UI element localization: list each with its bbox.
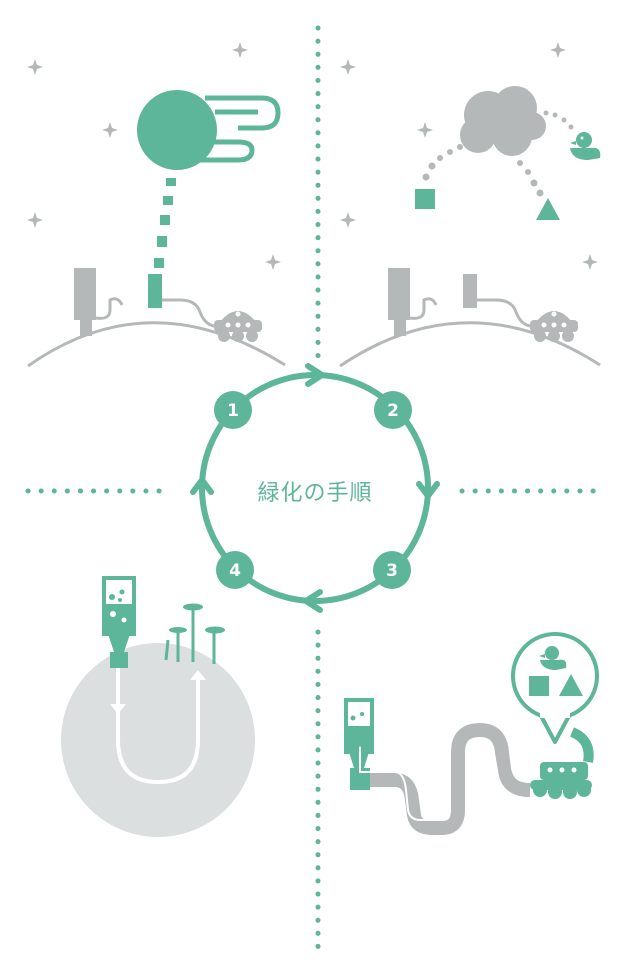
sparkle-icon: [27, 59, 43, 75]
water-flow-path: [116, 668, 200, 785]
sparkle-icon: [232, 42, 248, 58]
pipe-1: [162, 298, 221, 328]
arrow-right: [416, 481, 440, 499]
ground-circle: [61, 643, 255, 837]
speech-bubble: [511, 632, 599, 744]
tank-icon: [74, 268, 124, 336]
dotted-trail-left: [422, 144, 463, 181]
sparkle-icon: [340, 59, 356, 75]
arrow-top: [305, 363, 325, 387]
sprout-icon: [164, 603, 225, 664]
planet-surface-1: [27, 321, 286, 368]
step-badge-1: 1: [214, 391, 252, 429]
flow-arrow-down: [110, 704, 126, 714]
step-badge-2: 2: [374, 391, 412, 429]
duck-icon: [570, 132, 601, 160]
planet-surface-2: [339, 321, 601, 368]
duck-icon: [539, 646, 567, 670]
rover-icon: [530, 727, 594, 799]
step-badge-3: 3: [373, 551, 411, 589]
dotted-trail-duck: [543, 110, 574, 130]
pipe-loop: [370, 722, 531, 835]
sparkle-icon: [27, 212, 43, 228]
sparkle-icon: [582, 254, 598, 270]
tank-icon: [102, 576, 136, 668]
pipe-loop-inner: [359, 720, 531, 821]
arrow-left: [190, 477, 214, 495]
cycle-ring: [190, 363, 440, 613]
pipe-2: [477, 298, 537, 328]
tank-icon: [388, 268, 438, 336]
sparkle-icons: [27, 42, 598, 270]
flow-arrow: [354, 742, 366, 753]
arrow-bottom: [303, 589, 323, 613]
meteor-icon: [137, 90, 281, 170]
triangle-icon: [559, 674, 583, 696]
step-badge-4: 4: [216, 551, 254, 589]
square-icon: [415, 189, 435, 209]
square-icon: [529, 676, 549, 696]
flow-arrow-up: [190, 670, 206, 680]
triangle-icon: [536, 198, 560, 220]
rover-icon: [530, 311, 578, 342]
step-number-1: 1: [227, 401, 239, 421]
sparkle-icon: [550, 42, 566, 58]
dotted-trail-right: [517, 160, 544, 197]
step-number-2: 2: [387, 401, 399, 421]
sparkle-icon: [417, 122, 433, 138]
quadrant-1-meteor-impact: [27, 90, 286, 368]
quadrant-2-cloud-dispersal: [339, 86, 601, 368]
rover-icon: [214, 311, 262, 342]
cycle-title: 緑化の手順: [257, 481, 372, 506]
cloud-icon: [460, 86, 546, 156]
quadrant-dividers: [25, 25, 603, 953]
sparkle-icon: [102, 122, 118, 138]
step-number-4: 4: [229, 561, 241, 581]
sparkle-icon: [340, 212, 356, 228]
quadrant-4-groundwater: [61, 576, 255, 837]
quadrant-3-collection: [344, 632, 599, 835]
step-number-3: 3: [386, 561, 398, 581]
tank-small: [463, 274, 477, 308]
meteor-trail: [148, 178, 176, 308]
sparkle-icon: [265, 254, 281, 270]
